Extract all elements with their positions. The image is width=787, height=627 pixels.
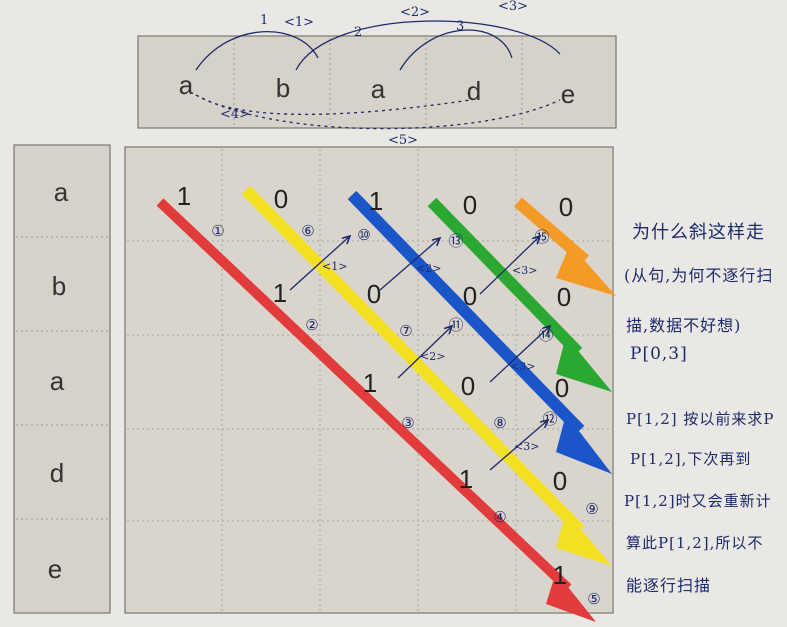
note-line: 描,数据不好想) (626, 316, 742, 335)
note-line: P[1,2],下次再到 (630, 450, 752, 468)
matrix-value: 1 (177, 181, 191, 211)
step-marker: ⑬ (448, 232, 463, 250)
step-marker: ⑩ (357, 226, 370, 244)
arc-label: 1 (260, 13, 268, 28)
step-marker: ⑪ (448, 316, 463, 334)
matrix-value: 0 (559, 192, 573, 222)
red-diagonal-arrow (156, 198, 596, 622)
dependency-label: <3> (512, 264, 537, 277)
row-label: a (50, 366, 65, 396)
row-label: d (50, 458, 64, 488)
arc-label: <3> (498, 0, 528, 14)
arc-labels: 1 2 3 <1> <2> <3> <4> <5> (220, 0, 528, 148)
arc-label: <2> (400, 5, 430, 20)
matrix-value: 0 (274, 184, 288, 214)
string-char: a (371, 74, 386, 104)
arc-label: <5> (388, 133, 418, 148)
matrix-value: 0 (463, 190, 477, 220)
note-line: P[0,3] (630, 344, 688, 364)
note-line: 为什么斜这样走 (632, 222, 765, 243)
note-line: P[1,2] 按以前来求P (626, 410, 775, 428)
step-marker: ① (211, 222, 224, 240)
matrix-value: 0 (461, 371, 475, 401)
matrix-values: 1 0 1 0 0 1 0 0 0 1 0 0 1 0 1 (177, 181, 573, 590)
step-marker: ④ (493, 508, 506, 526)
pairing-arcs (195, 20, 561, 130)
note-line: (从句,为何不逐行扫 (624, 266, 774, 285)
step-marker: ⑧ (493, 414, 506, 432)
matrix-value: 1 (369, 186, 383, 216)
arc-label: <4> (220, 107, 250, 122)
arc-label: <1> (284, 15, 314, 30)
row-labels: a b a d e (48, 177, 69, 584)
string-char: a (179, 70, 194, 100)
note-line: P[1,2]时又会重新计 (624, 492, 772, 510)
matrix-value: 1 (553, 560, 567, 590)
step-marker: ⑦ (399, 322, 412, 340)
row-label: e (48, 554, 62, 584)
string-char: e (561, 79, 575, 109)
step-marker: ③ (401, 414, 414, 432)
matrix-value: 0 (463, 281, 477, 311)
note-line: 算此P[1,2],所以不 (626, 534, 764, 552)
step-marker: ⑮ (534, 228, 549, 246)
dependency-label: <3> (510, 360, 535, 373)
step-marker: ⑫ (542, 410, 557, 428)
step-marker: ⑤ (587, 590, 600, 608)
arc-label: 2 (354, 25, 362, 40)
string-char: d (467, 76, 481, 106)
yellow-diagonal-arrow (241, 185, 612, 566)
dependency-label: <2> (420, 350, 445, 363)
note-line: 能逐行扫描 (626, 576, 712, 595)
dependency-label: <1> (322, 260, 347, 273)
dependency-label: <3> (514, 440, 539, 453)
step-marker: ⑨ (585, 500, 598, 518)
matrix-value: 1 (273, 278, 287, 308)
matrix-value: 1 (363, 368, 377, 398)
matrix-value: 0 (555, 373, 569, 403)
diagonal-arrows (156, 185, 616, 622)
row-strip (13, 144, 111, 614)
matrix-value: 0 (557, 282, 571, 312)
step-marker: ② (305, 316, 318, 334)
orange-diagonal-arrow (514, 197, 616, 296)
matrix-value: 0 (553, 466, 567, 496)
step-marker: ⑭ (538, 326, 553, 344)
green-diagonal-arrow (427, 197, 612, 392)
string-strip (137, 35, 617, 129)
blue-diagonal-arrow (347, 190, 612, 474)
string-chars: a b a d e (179, 70, 575, 109)
matrix-value: 1 (459, 464, 473, 494)
row-label: a (54, 177, 69, 207)
dependency-label: <2> (416, 262, 441, 275)
step-markers: ① ② ③ ④ ⑤ ⑥ ⑦ ⑧ ⑨ ⑩ ⑪ ⑫ ⑬ ⑭ ⑮ (211, 222, 600, 608)
arc-label: 3 (456, 19, 464, 34)
dependency-labels: <1> <2> <3> <2> <3> <3> (322, 260, 539, 453)
matrix-value: 0 (367, 279, 381, 309)
dependency-arrows (289, 236, 550, 471)
row-label: b (52, 271, 66, 301)
string-char: b (276, 73, 290, 103)
step-marker: ⑥ (301, 222, 314, 240)
